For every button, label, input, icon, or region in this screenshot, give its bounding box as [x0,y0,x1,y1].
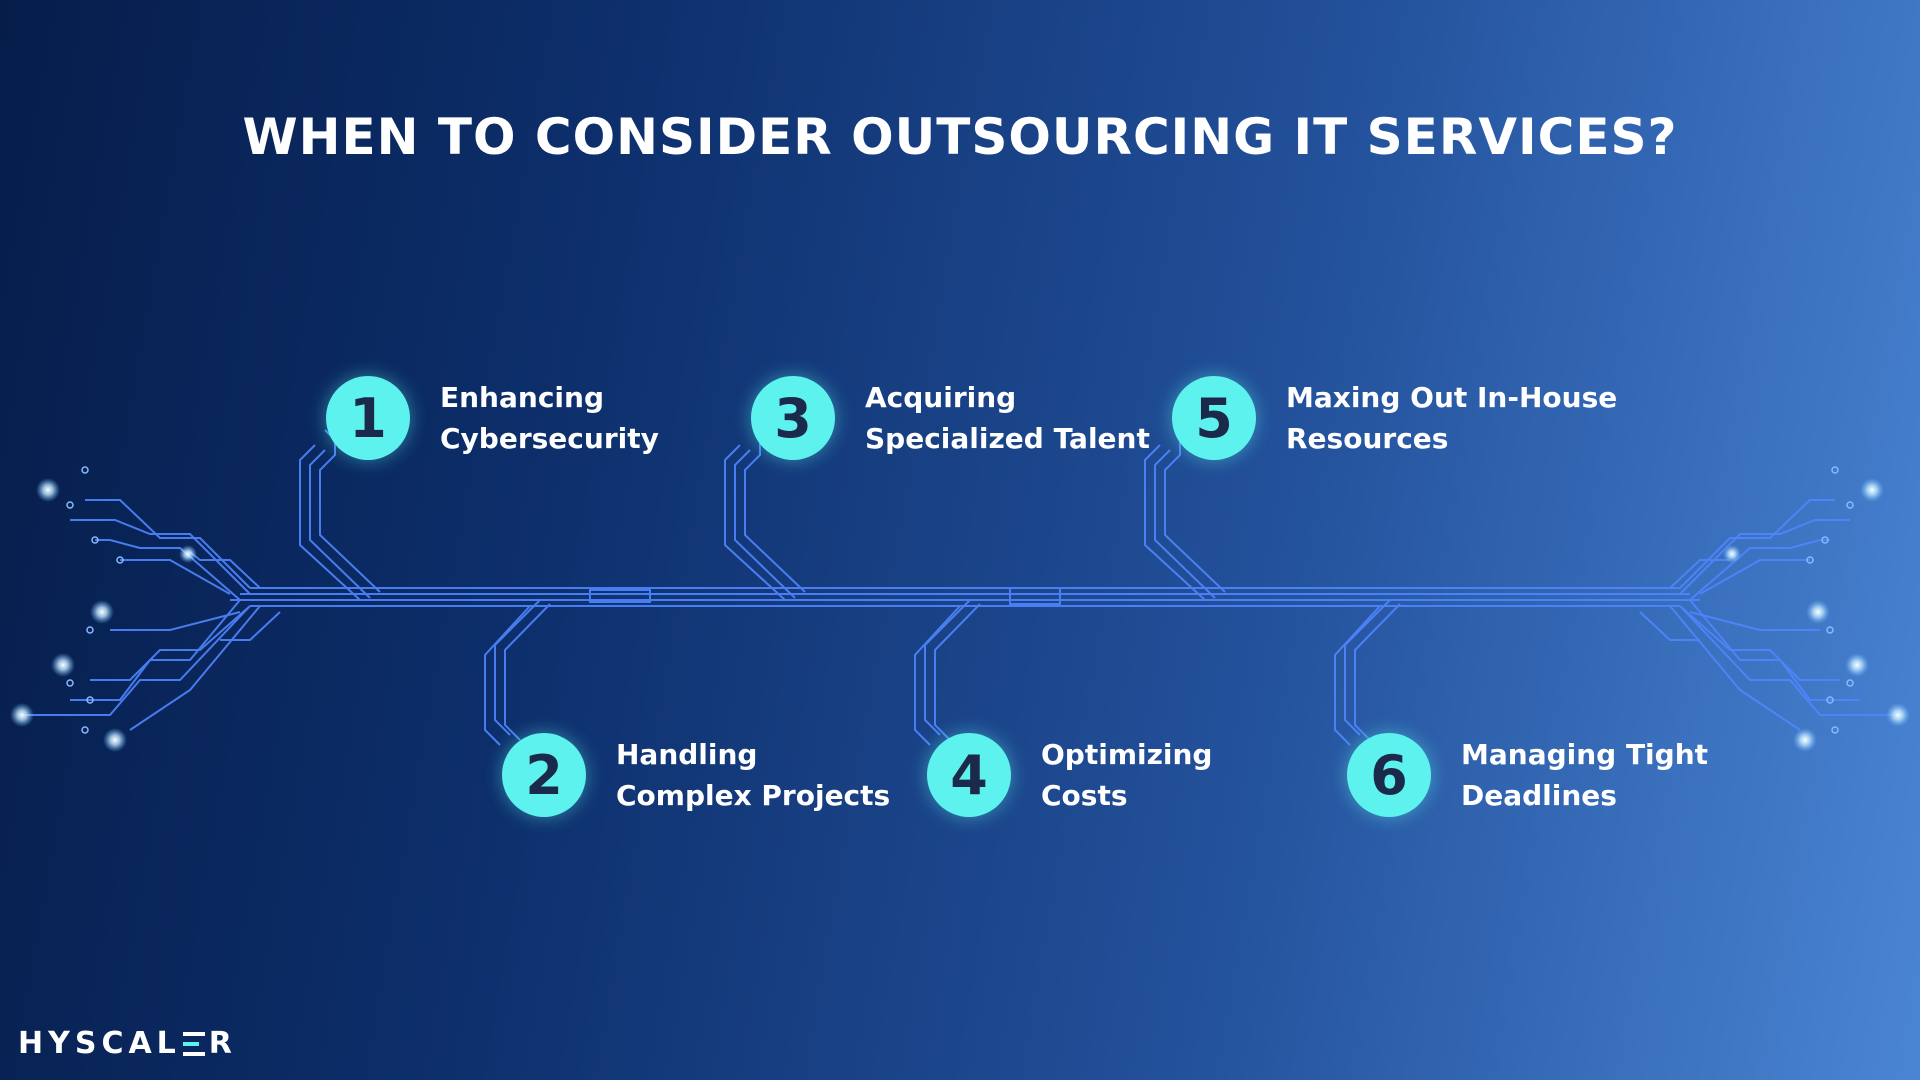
step-3: 3 Acquiring Specialized Talent [751,376,1150,460]
step-6-label-line2: Deadlines [1461,779,1617,812]
step-2-label-line1: Handling [616,738,758,771]
step-5-label: Maxing Out In-House Resources [1286,377,1617,459]
step-2-number-badge: 2 [502,733,586,817]
step-5: 5 Maxing Out In-House Resources [1172,376,1617,460]
logo-e-mark-icon [182,1031,205,1056]
step-4-label-line2: Costs [1041,779,1128,812]
step-4: 4 Optimizing Costs [927,733,1212,817]
step-6: 6 Managing Tight Deadlines [1347,733,1708,817]
step-5-label-line1: Maxing Out In-House [1286,381,1618,414]
step-6-label: Managing Tight Deadlines [1461,734,1708,816]
step-6-number-badge: 6 [1347,733,1431,817]
hyscaler-logo: HYSCAL R [18,1026,237,1061]
step-1: 1 Enhancing Cybersecurity [326,376,659,460]
step-5-number-badge: 5 [1172,376,1256,460]
step-5-label-line2: Resources [1286,422,1449,455]
step-3-label-line2: Specialized Talent [865,422,1150,455]
logo-text-start: HYSCAL [18,1026,181,1061]
step-1-label-line2: Cybersecurity [440,422,659,455]
logo-text-end: R [208,1026,237,1061]
step-2: 2 Handling Complex Projects [502,733,890,817]
step-3-number-badge: 3 [751,376,835,460]
step-4-label-line1: Optimizing [1041,738,1213,771]
step-1-label-line1: Enhancing [440,381,604,414]
step-6-label-line1: Managing Tight [1461,738,1709,771]
step-1-label: Enhancing Cybersecurity [440,377,659,459]
step-2-label-line2: Complex Projects [616,779,891,812]
step-4-number-badge: 4 [927,733,1011,817]
step-3-label-line1: Acquiring [865,381,1017,414]
step-2-label: Handling Complex Projects [616,734,890,816]
page-title: WHEN TO CONSIDER OUTSOURCING IT SERVICES… [242,108,1678,166]
step-3-label: Acquiring Specialized Talent [865,377,1150,459]
step-1-number-badge: 1 [326,376,410,460]
step-4-label: Optimizing Costs [1041,734,1212,816]
